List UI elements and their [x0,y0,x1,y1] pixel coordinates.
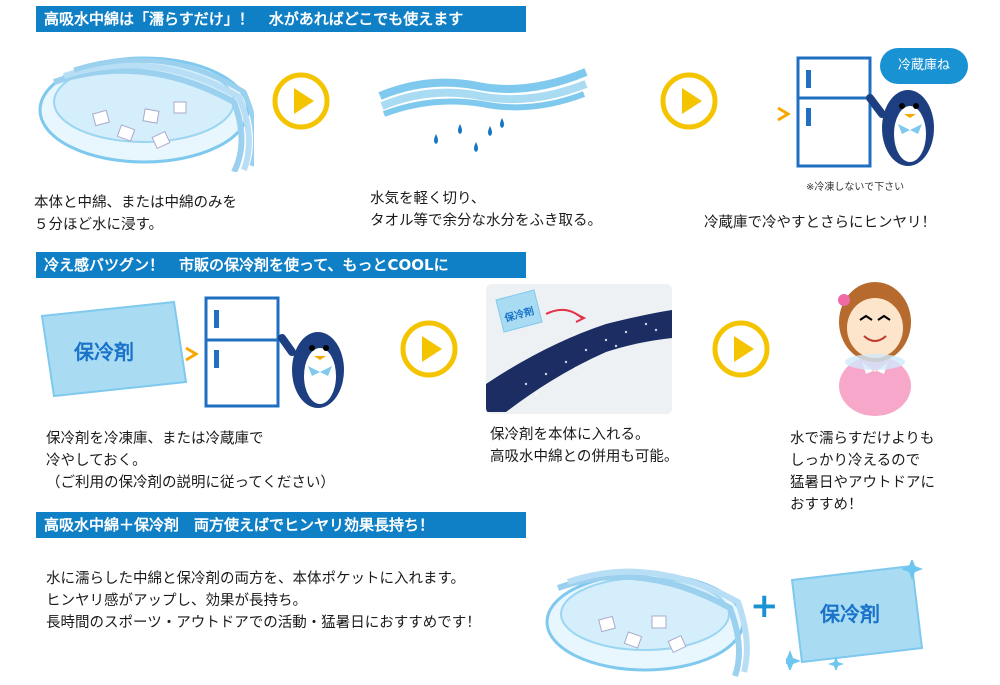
happy-girl-illustration [820,266,930,422]
step2-instruction: 水気を軽く切り、 タオル等で余分な水分をふき取る。 [370,191,602,229]
section1-banner: 高吸水中綿は「濡らすだけ」！ 水があればどこでも使えます [36,6,526,32]
wrung-towel-illustration [378,56,590,156]
next-step-arrow-icon [660,72,718,130]
combined-use-description: 水に濡らした中綿と保冷剤の両方を、本体ポケットに入れます。 ヒンヤリ感がアップし… [46,571,481,631]
no-freeze-note: ※冷凍しないで下さい [806,182,905,193]
step1-instruction: 本体と中綿、または中綿のみを ５分ほど水に浸す。 [34,195,237,233]
ice-pack-step1-instruction: 保冷剤を冷凍庫、または冷蔵庫で 冷やしておく。 （ご利用の保冷剤の説明に従ってく… [46,431,335,491]
water-bowl-illustration [540,558,750,678]
ice-pack-step3-instruction: 水で濡らすだけよりも しっかり冷えるので 猛暑日やアウトドアに おすすめ！ [790,431,935,513]
speech-bubble: 冷蔵庫ね [880,48,968,84]
section3-banner: 高吸水中綿＋保冷剤 両方使えばでヒンヤリ効果長持ち！ [36,512,526,538]
water-bowl-illustration [34,42,254,172]
plus-sign: + [750,586,779,626]
neck-cooler-photo: 保冷剤 [486,284,672,414]
next-step-arrow-icon [400,320,458,378]
ice-pack-label: 保冷剤 [820,602,880,626]
ice-pack-label: 保冷剤 [74,340,134,364]
ice-pack-illustration: 保冷剤 [38,298,188,398]
step3-instruction: 冷蔵庫で冷やすとさらにヒンヤリ！ [704,215,936,231]
ice-pack-illustration: 保冷剤 [786,560,926,670]
ice-pack-step2-instruction: 保冷剤を本体に入れる。 高吸水中綿との併用も可能。 [490,427,679,465]
fridge-penguin-illustration [182,292,362,412]
next-step-arrow-icon [712,320,770,378]
bubble-text: 冷蔵庫ね [897,58,950,73]
next-step-arrow-icon [272,72,330,130]
section2-banner: 冷え感バツグン！ 市販の保冷剤を使って、もっとCOOLに [36,252,526,278]
fridge-penguin-illustration [774,44,974,174]
